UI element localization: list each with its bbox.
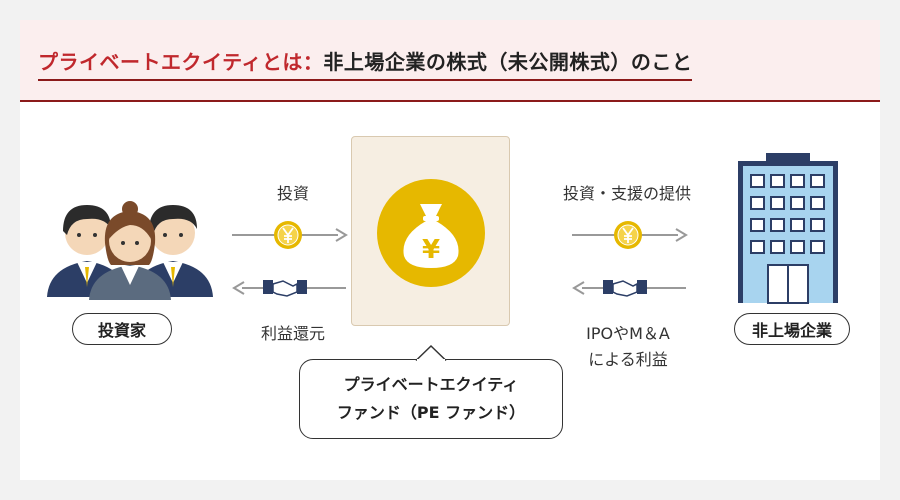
yen-coin-icon-right: [614, 221, 642, 249]
pe-fund-label-line1: プライベートエクイティ: [343, 375, 519, 394]
title-rest: 非上場企業の株式（未公開株式）のこと: [323, 50, 693, 74]
flow-label-ipo-ma: IPOやM＆A: [586, 324, 670, 343]
bubble-pointer: [415, 344, 447, 363]
money-bag-icon: ¥: [377, 179, 485, 287]
investor-label: 投資家: [72, 313, 172, 345]
handshake-icon: [263, 280, 307, 297]
header-band: プライベートエクイティとは：非上場企業の株式（未公開株式）のこと: [20, 20, 880, 102]
pe-fund-label-line2: ファンド（PE ファンド）: [336, 403, 526, 422]
flow-label-ipo-ma-profit: による利益: [588, 350, 668, 369]
company-label: 非上場企業: [734, 313, 850, 345]
title-accent: プライベートエクイティとは：: [38, 50, 324, 74]
building-icon: [738, 153, 838, 304]
yen-coin-icon: [274, 221, 302, 249]
handshake-icon-right: [603, 280, 647, 297]
flow-label-investment-support: 投資・支援の提供: [562, 184, 691, 203]
flow-label-profit-return: 利益還元: [260, 324, 325, 343]
pe-fund-label: プライベートエクイティ ファンド（PE ファンド）: [299, 359, 563, 439]
investors-icon: [47, 201, 213, 300]
fund-currency-symbol: ¥: [422, 235, 440, 265]
page-title: プライベートエクイティとは：非上場企業の株式（未公開株式）のこと: [38, 46, 693, 81]
investor-woman-icon: [89, 201, 171, 300]
flow-label-investment: 投資: [276, 184, 309, 203]
